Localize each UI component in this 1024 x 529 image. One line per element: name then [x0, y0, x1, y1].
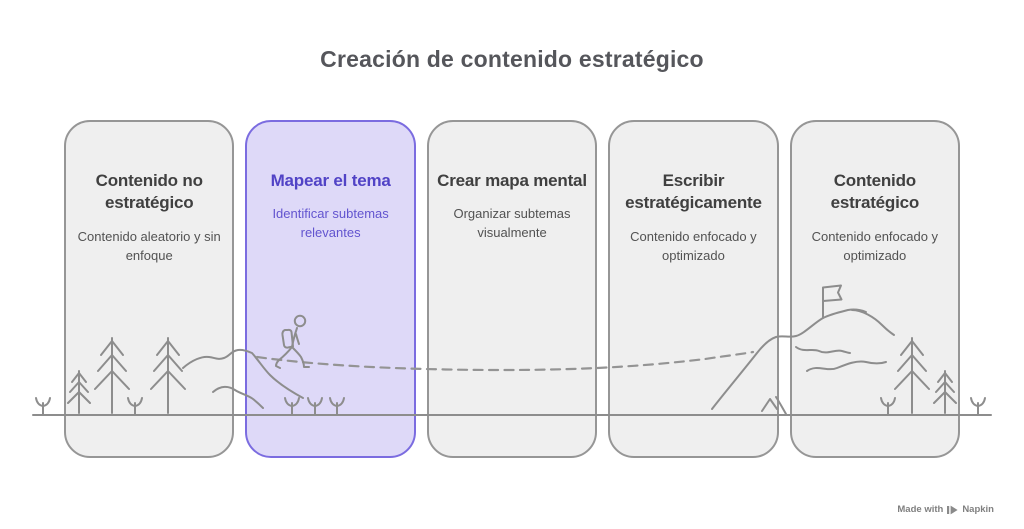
card-escribir-estrategicamente: Escribir estratégicamente Contenido enfo… [608, 120, 779, 458]
page-title: Creación de contenido estratégico [320, 46, 704, 72]
card-title: Contenido estratégico [830, 171, 920, 213]
stage-cards-row: Contenido no estratégico Contenido aleat… [64, 120, 961, 458]
card-contenido-estrategico: Contenido estratégico Contenido enfocado… [789, 120, 961, 458]
card-contenido-no-estrategico: Contenido no estratégico Contenido aleat… [64, 120, 235, 458]
napkin-logo-icon [947, 505, 958, 514]
card-title: Crear mapa mental [437, 171, 587, 190]
watermark-brand: Napkin [962, 504, 994, 515]
card-subtitle: Contenido enfocado y optimizado [630, 228, 757, 263]
card-crear-mapa-mental: Crear mapa mental Organizar subtemas vis… [426, 120, 598, 458]
watermark-prefix: Made with [897, 504, 944, 515]
card-subtitle: Contenido aleatorio y sin enfoque [77, 228, 221, 263]
card-subtitle: Organizar subtemas visualmente [453, 206, 571, 241]
card-subtitle: Contenido enfocado y optimizado [811, 228, 939, 263]
watermark: Made with Napkin [897, 504, 994, 515]
card-title: Mapear el tema [270, 171, 391, 190]
card-subtitle: Identificar subtemas relevantes [272, 206, 389, 241]
card-mapear-el-tema: Mapear el tema Identificar subtemas rele… [245, 120, 416, 458]
card-title: Contenido no estratégico [95, 171, 203, 213]
card-title: Escribir estratégicamente [625, 171, 762, 213]
